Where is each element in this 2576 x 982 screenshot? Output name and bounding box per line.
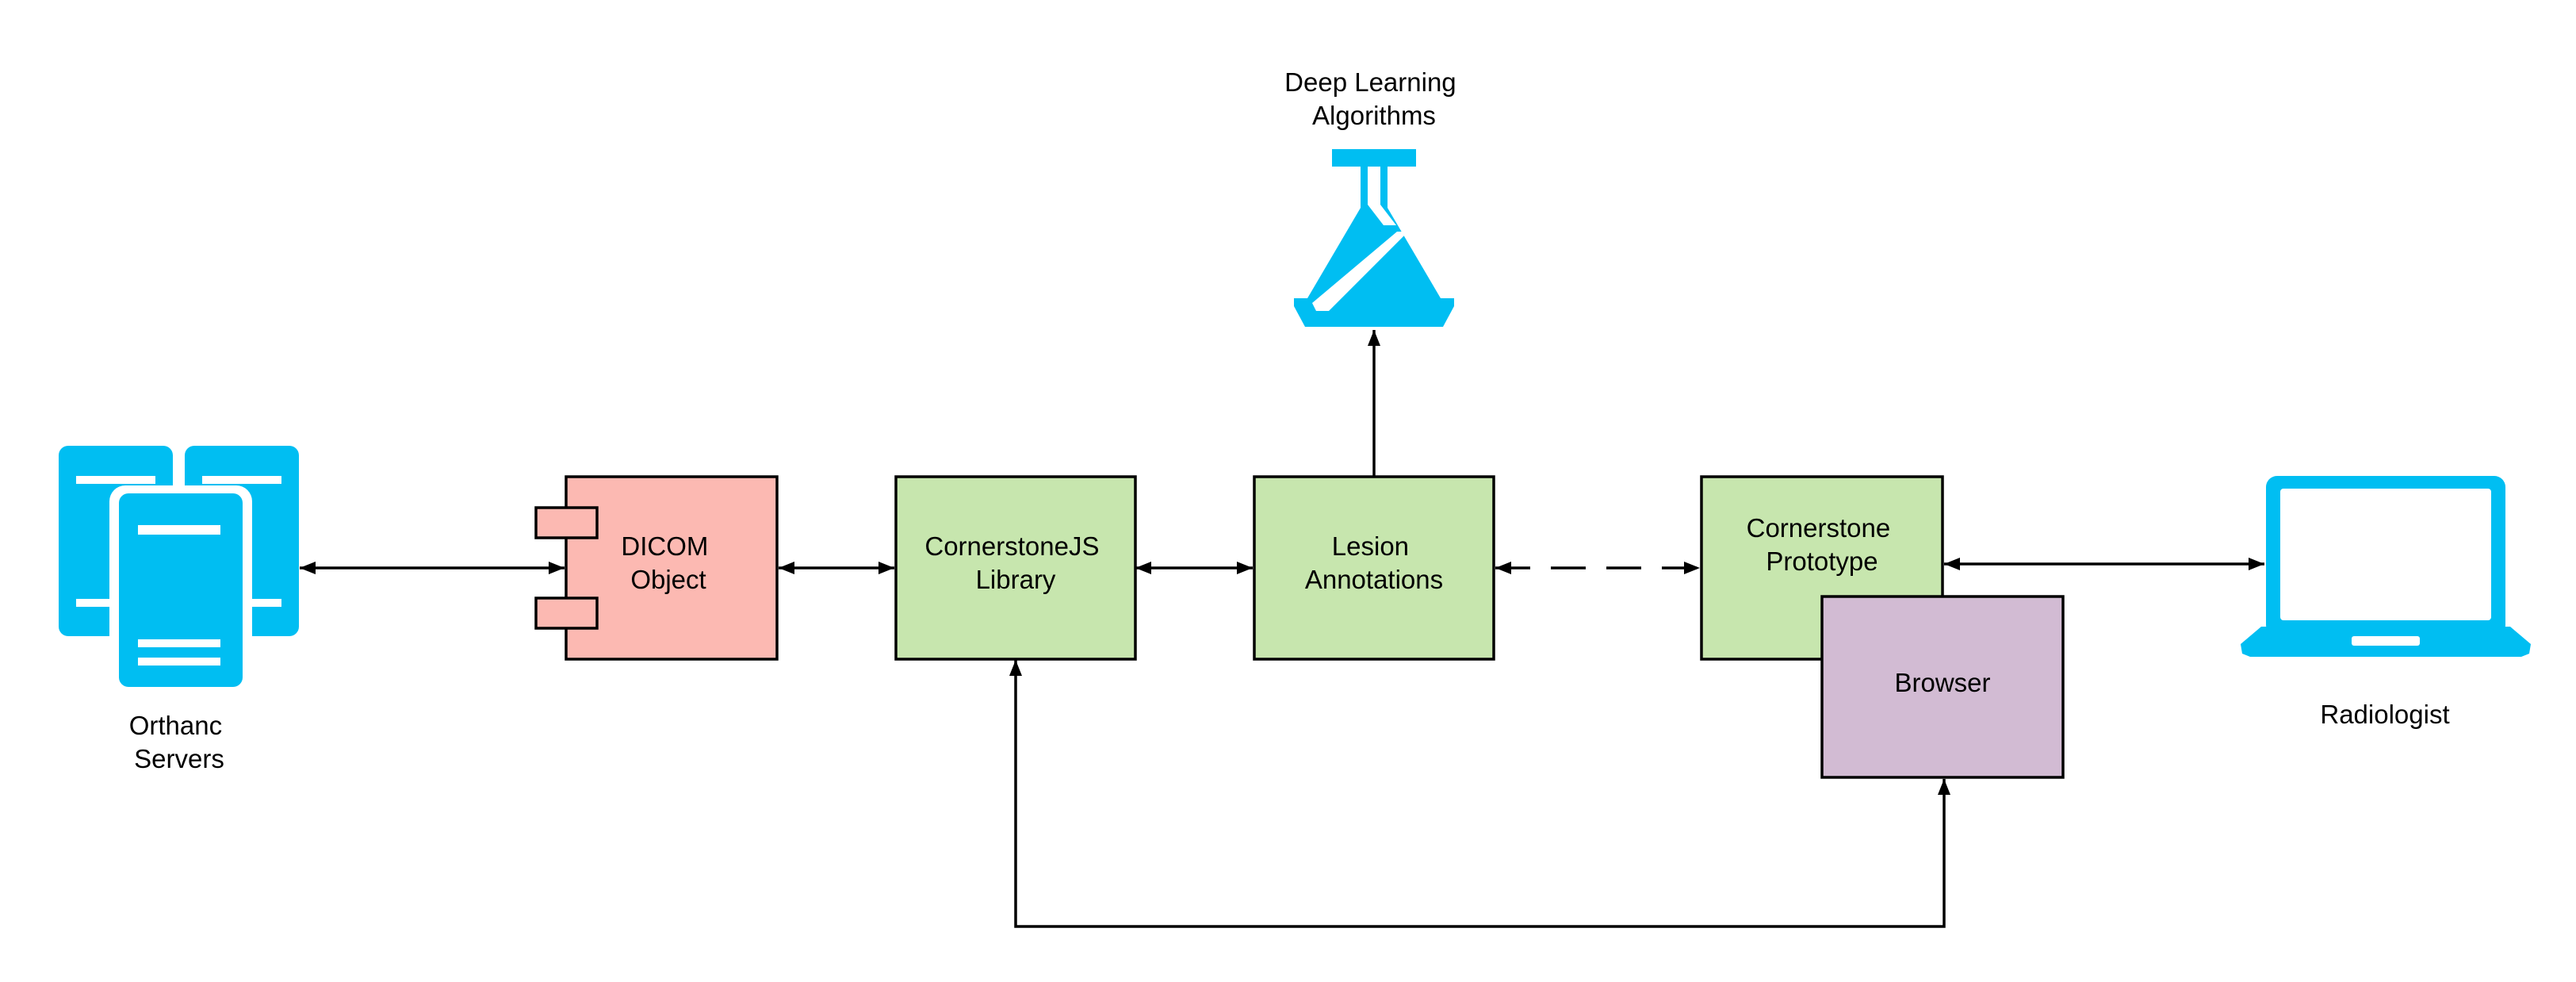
browser-node[interactable]: Browser xyxy=(1820,595,2065,779)
lesion-label: Lesion Annotations xyxy=(1305,531,1443,594)
laptop-icon xyxy=(2241,476,2531,657)
prototype-label: Cornerstone Prototype xyxy=(1747,513,1898,576)
orthanc-label: Orthanc Servers xyxy=(129,711,230,773)
component-icon xyxy=(565,475,779,661)
component-port-bottom xyxy=(534,596,599,630)
component-port-top xyxy=(534,506,599,539)
server-rack-icon xyxy=(59,446,299,695)
edges xyxy=(300,330,2264,928)
deep-learning-label: Deep Learning Algorithms xyxy=(1284,67,1464,130)
edge-cornerstonejs-browser xyxy=(1009,660,1950,928)
browser-label: Browser xyxy=(1894,668,1990,697)
dicom-label: DICOM Object xyxy=(621,531,715,594)
radiologist-label: Radiologist xyxy=(2320,700,2449,729)
lesion-annotations-node[interactable]: Lesion Annotations xyxy=(1253,475,1495,661)
cornerstonejs-label: CornerstoneJS Library xyxy=(924,531,1106,594)
dicom-object-node[interactable]: DICOM Object xyxy=(534,475,779,661)
flask-icon xyxy=(1294,149,1454,327)
cornerstonejs-library-node[interactable]: CornerstoneJS Library xyxy=(894,475,1137,661)
